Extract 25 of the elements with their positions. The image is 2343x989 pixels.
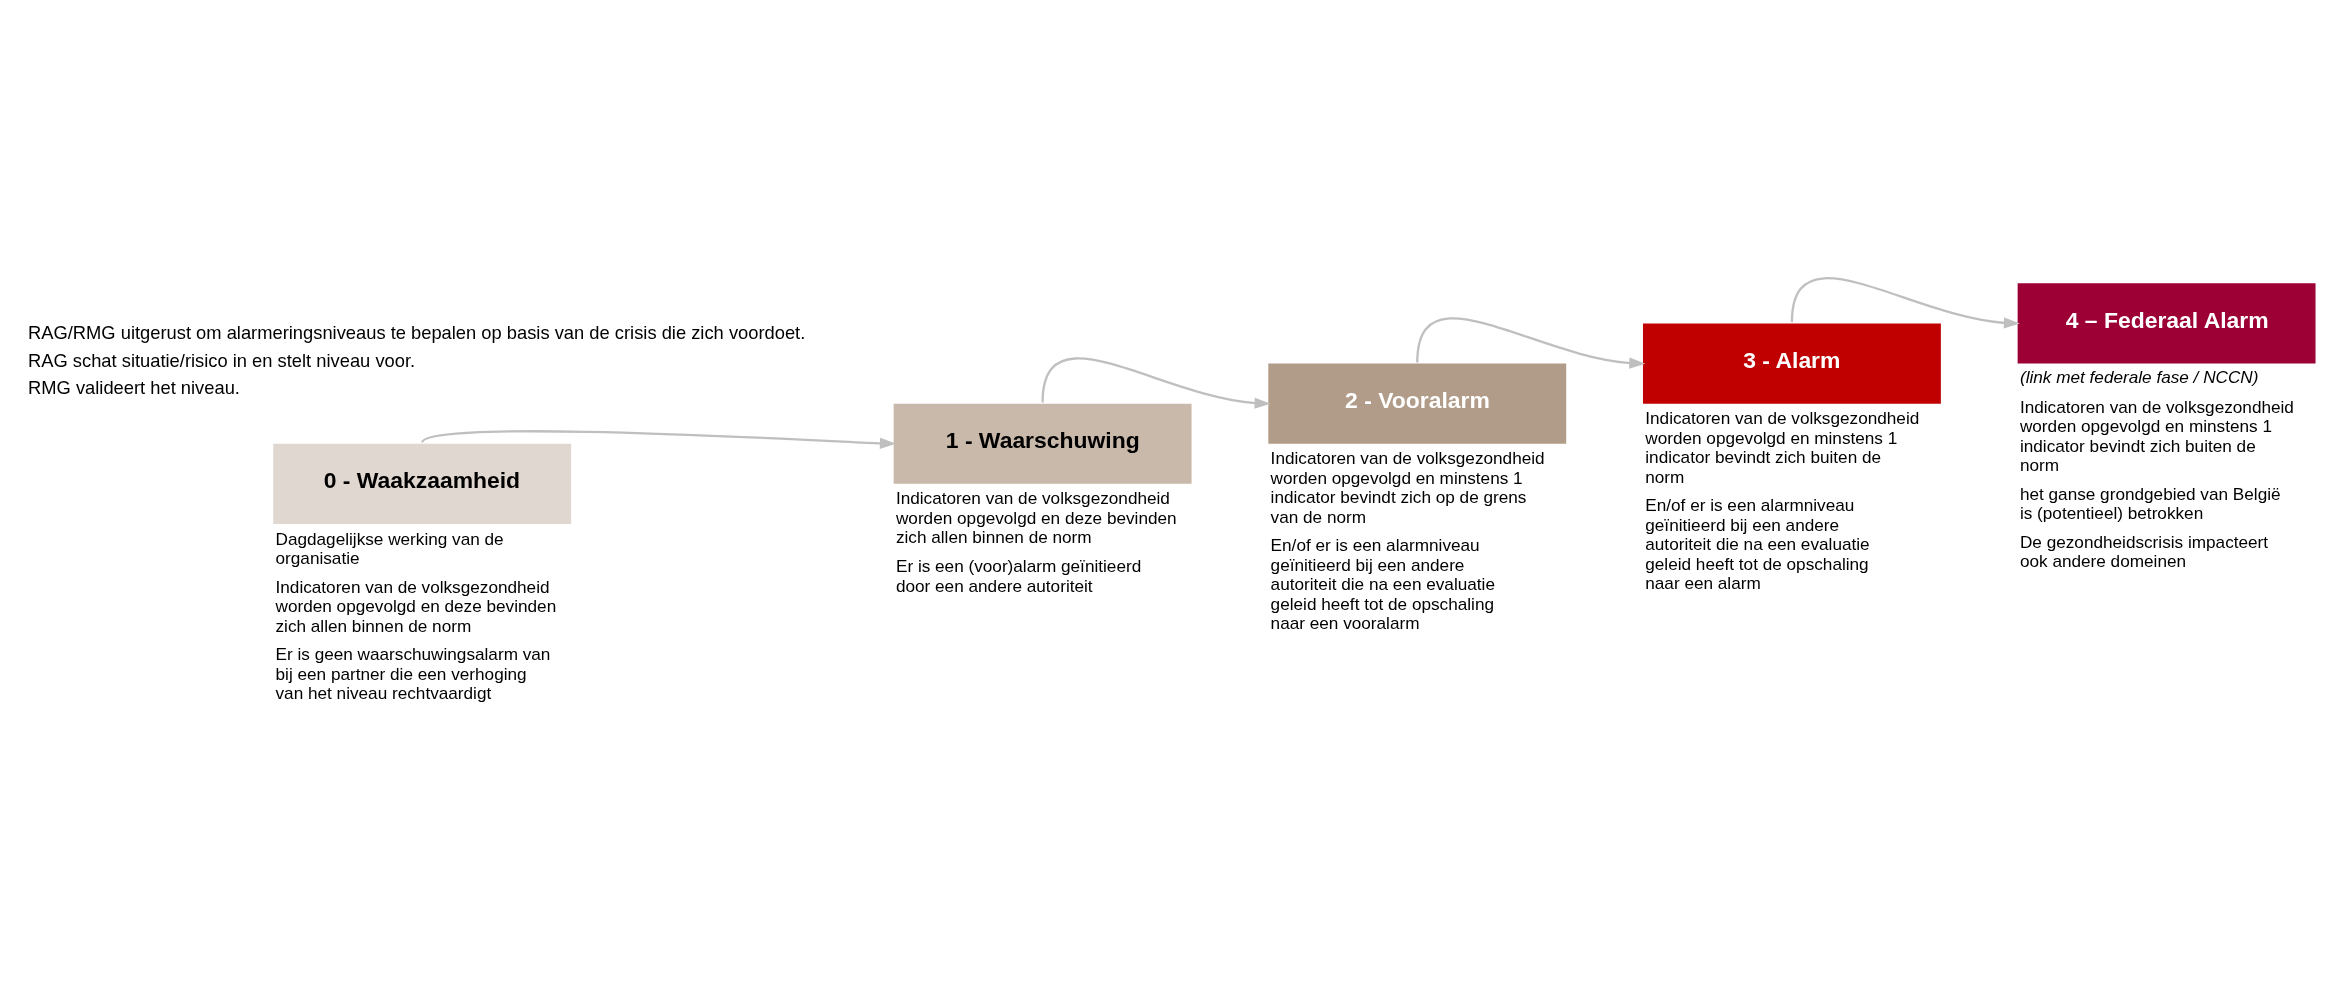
node-label: Dagdagelijkse werking van de organisatie	[275, 528, 504, 568]
node-label: Indicatoren van de volksgezondheid worden opgevolgd en deze bevinden zich allen binnen de norm	[275, 576, 557, 636]
node-label: Indicatoren van de volksgezondheid worden opgevolgd en minstens 1 indicator bevindt zich buiten de norm	[2019, 396, 2294, 475]
label: RMG valideert het niveau.	[28, 376, 240, 398]
node-label: (link met federale fase / NCCN)	[2019, 366, 2259, 387]
label: RAG/RMG uitgerust om alarmeringsniveaus te bepalen op basis van de crisis die zich voordoet.	[28, 321, 806, 343]
node-box: 4 – Federaal Alarm	[2017, 282, 2316, 363]
node-label: En/of er is een alarmniveau geïnitieerd bij een andere autoriteit die na een evaluatie geleid heeft tot de opschaling naar een vooralarm	[1270, 534, 1495, 633]
node-box: 2 - Vooralarm	[1268, 363, 1567, 444]
node-box: 0 - Waakzaamheid	[273, 443, 572, 524]
node-label: Er is een (voor)alarm geïnitieerd door een andere autoriteit	[895, 555, 1142, 596]
label: RAG schat situatie/risico in en stelt niveau voor.	[28, 349, 416, 371]
arrow	[1790, 276, 2020, 329]
arrow	[1041, 356, 1271, 409]
node-label: Indicatoren van de volksgezondheid worden opgevolgd en minstens 1 indicator bevindt zich buiten de norm	[1645, 407, 1920, 487]
node-label: Indicatoren van de volksgezondheid worden opgevolgd en deze bevinden zich allen binnen de norm	[895, 487, 1177, 547]
node-label: Er is geen waarschuwingsalarm van bij een partner die een verhoging van het niveau rechtvaardigt	[275, 643, 551, 703]
node-label: En/of er is een alarmniveau geïnitieerd bij een andere autoriteit die na een evaluatie geleid heeft tot de opschaling naar een alarm	[1645, 494, 1870, 593]
arrow	[421, 429, 896, 449]
node-label: het ganse grondgebied van België is (potentieel) betrokken	[2019, 483, 2281, 523]
node-label: De gezondheidscrisis impacteert ook andere domeinen	[2019, 531, 2269, 571]
node-box: 3 - Alarm	[1643, 322, 1941, 404]
node-label: Indicatoren van de volksgezondheid worden opgevolgd en minstens 1 indicator bevindt zich op de grens van de norm	[1270, 447, 1545, 527]
arrow	[1416, 316, 1646, 369]
node-box: 1 - Waarschuwing	[893, 403, 1192, 484]
